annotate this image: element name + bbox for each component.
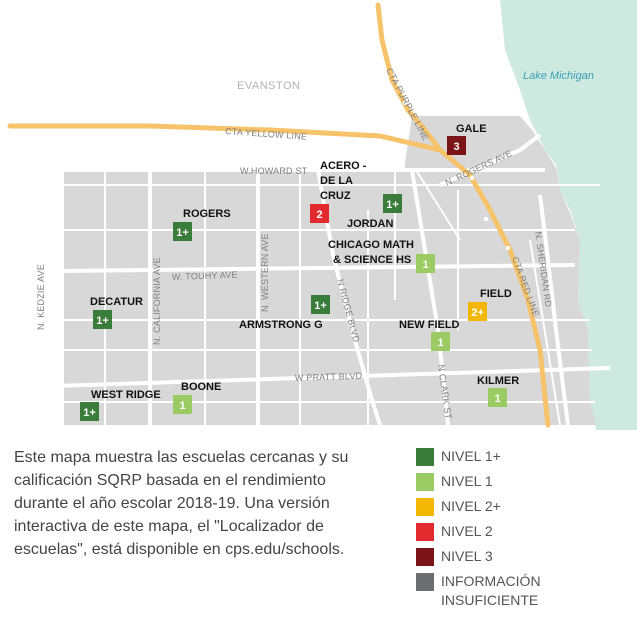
school-name: ROGERS bbox=[183, 208, 231, 220]
rating-badge bbox=[468, 302, 487, 321]
rating-text: 1 bbox=[437, 337, 443, 349]
rating-badge bbox=[488, 388, 507, 407]
school-markers: GALE 3 ACERO - DE LA CRUZ 2 1+ JORDAN RO… bbox=[80, 123, 519, 421]
legend-swatch bbox=[416, 473, 434, 491]
rating-badge bbox=[173, 222, 192, 241]
rating-badge bbox=[447, 136, 466, 155]
legend-swatch bbox=[416, 498, 434, 516]
howard-label: W.HOWARD ST bbox=[240, 166, 308, 176]
cta-yellow-red-line bbox=[7, 123, 551, 428]
rating-text: 1 bbox=[422, 259, 428, 271]
legend-label: NIVEL 3 bbox=[441, 548, 493, 564]
map-legend: NIVEL 1+ NIVEL 1 NIVEL 2+ NIVEL 2 NIVEL … bbox=[416, 447, 626, 616]
school-map: EVANSTON Lake Michigan CTA YELLOW LINE C… bbox=[7, 0, 637, 430]
rating-text: 1+ bbox=[96, 315, 109, 327]
cta-stations bbox=[402, 100, 511, 251]
touhy-avenue bbox=[59, 263, 576, 273]
rating-badge bbox=[80, 402, 99, 421]
school-name: FIELD bbox=[480, 288, 512, 300]
rating-text: 1+ bbox=[176, 227, 189, 239]
ridge-boulevard bbox=[316, 169, 382, 426]
school-name: JORDAN bbox=[347, 218, 394, 230]
school-name: WEST RIDGE bbox=[91, 389, 161, 401]
california-label: N. CALIFORNIA AVE bbox=[152, 257, 162, 345]
school-name: NEW FIELD bbox=[399, 319, 460, 331]
legend-label: NIVEL 1 bbox=[441, 473, 493, 489]
pratt-boulevard bbox=[54, 366, 611, 388]
cta-lines bbox=[7, 2, 551, 428]
rating-badge bbox=[93, 310, 112, 329]
legend-label: NIVEL 1+ bbox=[441, 448, 501, 464]
rating-badge bbox=[383, 194, 402, 213]
legend-item-level-3: NIVEL 3 bbox=[416, 547, 626, 566]
school-name: BOONE bbox=[181, 381, 221, 393]
rating-text: 1+ bbox=[386, 199, 399, 211]
local-streets bbox=[60, 115, 600, 426]
rating-text: 2 bbox=[316, 209, 322, 221]
map-description: Este mapa muestra las escuelas cercanas … bbox=[14, 449, 349, 558]
school-name: ACERO - bbox=[320, 160, 367, 172]
school-name: KILMER bbox=[477, 375, 519, 387]
sheridan-road bbox=[538, 194, 570, 426]
rating-badge bbox=[431, 332, 450, 351]
rating-text: 1+ bbox=[83, 407, 96, 419]
touhy-label: W. TOUHY AVE bbox=[172, 270, 238, 282]
yellow-line-label: CTA YELLOW LINE bbox=[225, 126, 308, 142]
legend-item-level-2-plus: NIVEL 2+ bbox=[416, 497, 626, 516]
rating-badge bbox=[416, 254, 435, 273]
rating-text: 1 bbox=[494, 393, 500, 405]
pratt-label: W PRATT BLVD bbox=[295, 371, 363, 383]
school-gale[interactable]: GALE 3 bbox=[447, 123, 487, 155]
legend-label: NIVEL 2 bbox=[441, 523, 493, 539]
legend-swatch bbox=[416, 573, 434, 591]
school-jordan[interactable]: 1+ JORDAN bbox=[347, 194, 402, 230]
legend-item-level-1: NIVEL 1 bbox=[416, 472, 626, 491]
school-name: CRUZ bbox=[320, 190, 351, 202]
school-name: DE LA bbox=[320, 175, 353, 187]
school-kilmer[interactable]: KILMER 1 bbox=[477, 375, 519, 407]
school-name: CHICAGO MATH bbox=[328, 239, 414, 251]
school-new-field[interactable]: NEW FIELD 1 bbox=[399, 319, 460, 351]
school-west-ridge[interactable]: WEST RIDGE 1+ bbox=[80, 389, 161, 421]
legend-label: INFORMACIÓN INSUFICIENTE bbox=[441, 573, 541, 608]
rating-text: 2+ bbox=[471, 307, 484, 319]
school-name: ARMSTRONG G bbox=[239, 319, 323, 331]
lake-label: Lake Michigan bbox=[523, 70, 594, 82]
rating-badge bbox=[310, 204, 329, 223]
school-chicago-math-science[interactable]: CHICAGO MATH & SCIENCE HS 1 bbox=[328, 239, 435, 273]
cta-purple-line bbox=[375, 2, 443, 153]
area-label-evanston: EVANSTON bbox=[237, 80, 301, 92]
school-name: GALE bbox=[456, 123, 487, 135]
legend-swatch bbox=[416, 448, 434, 466]
rating-badge bbox=[311, 295, 330, 314]
school-name: DECATUR bbox=[90, 296, 143, 308]
rating-badge bbox=[173, 395, 192, 414]
school-armstrong-g[interactable]: 1+ ARMSTRONG G bbox=[239, 295, 330, 331]
kedzie-label: N. KEDZIE AVE bbox=[36, 264, 46, 330]
western-label: N. WESTERN AVE bbox=[260, 233, 270, 312]
rating-text: 1+ bbox=[314, 300, 327, 312]
rating-text: 3 bbox=[453, 141, 459, 153]
city-area bbox=[60, 116, 596, 425]
legend-item-insufficient: INFORMACIÓN INSUFICIENTE bbox=[416, 572, 626, 610]
school-rogers[interactable]: ROGERS 1+ bbox=[173, 208, 231, 241]
school-field[interactable]: FIELD 2+ bbox=[468, 288, 512, 321]
purple-line-label: CTA PURPLE LINE bbox=[384, 66, 431, 142]
school-decatur[interactable]: DECATUR 1+ bbox=[90, 296, 143, 329]
clark-street bbox=[410, 169, 450, 426]
legend-swatch bbox=[416, 523, 434, 541]
legend-item-level-1-plus: NIVEL 1+ bbox=[416, 447, 626, 466]
legend-swatch bbox=[416, 548, 434, 566]
school-acero-de-la-cruz[interactable]: ACERO - DE LA CRUZ 2 bbox=[310, 160, 367, 223]
legend-item-level-2: NIVEL 2 bbox=[416, 522, 626, 541]
lake-michigan bbox=[500, 0, 637, 430]
legend-label: NIVEL 2+ bbox=[441, 498, 501, 514]
school-name: & SCIENCE HS bbox=[333, 254, 411, 266]
rating-text: 1 bbox=[179, 400, 185, 412]
school-boone[interactable]: BOONE 1 bbox=[173, 381, 221, 414]
